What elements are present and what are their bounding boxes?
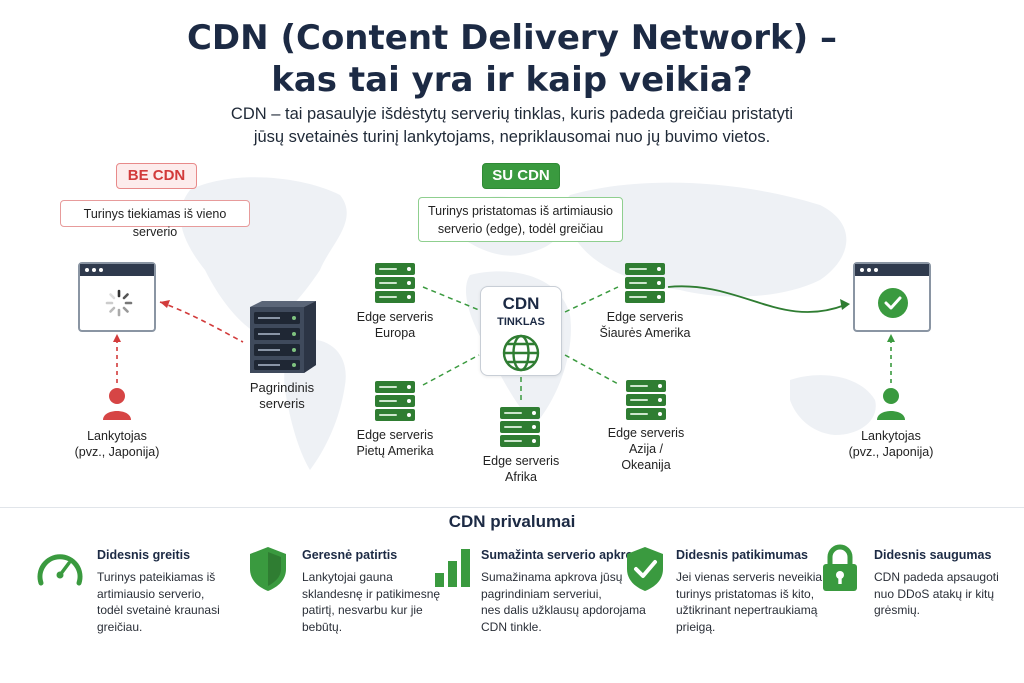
advantage-load-line-2: pagrindiniam serveriui, (481, 586, 602, 601)
advantage-experience-line-2: sklandesnę ir patikimesnę (302, 586, 441, 601)
check-circle-icon (878, 288, 908, 318)
edge-label-africa-line-1: Edge serveris (482, 454, 560, 468)
with-cdn-note-line-2: serverio (edge), todėl greičiau (437, 222, 604, 236)
edge-line-south-america (422, 354, 480, 386)
with-cdn-note: Turinys pristatomas iš artimiausio serve… (418, 197, 623, 242)
advantage-reliability-heading: Didesnis patikimumas (676, 548, 808, 562)
without-cdn-note: Turinys tiekiamas iš vieno serverio (60, 200, 250, 239)
visitor-label-right-line-1: Lankytojas (861, 429, 921, 443)
cdn-hub-subtitle: TINKLAS (497, 316, 545, 328)
cdn-hub-title: CDN (502, 294, 540, 313)
edge-server-north-america-icon (625, 263, 665, 305)
edge-label-north-america: Edge serveris Šiaurės Amerika (585, 309, 705, 341)
edge-label-europe: Edge serveris Europa (340, 309, 450, 341)
edge-label-south-america-line-1: Edge serveris (356, 428, 434, 442)
page-title-line-1: CDN (Content Delivery Network) – (186, 18, 837, 58)
edge-to-visitor-line (667, 285, 846, 313)
advantage-experience-line-4: bebūtų. (302, 619, 343, 634)
visitor-label-left-line-1: Lankytojas (87, 429, 147, 443)
origin-server-label: Pagrindinis serveris (232, 380, 332, 412)
visitor-label-left: Lankytojas (pvz., Japonija) (67, 428, 167, 460)
speedometer-icon (37, 554, 83, 586)
advantage-speed-line-4: greičiau. (97, 619, 143, 634)
subtitle-line-2: jūsų svetainės turinį lankytojams, nepri… (253, 128, 771, 146)
edge-label-asia: Edge serveris Azija / Okeanija (591, 425, 701, 473)
browser-window-loading (78, 262, 156, 332)
browser-window-loaded (853, 262, 931, 332)
edge-server-europe-icon (375, 263, 415, 305)
advantage-reliability-line-2: turinys pristatomas iš kito, (676, 586, 815, 601)
edge-label-asia-line-3: Okeanija (621, 458, 671, 472)
visitor-arrowhead-red (113, 334, 121, 342)
edge-label-europe-line-2: Europa (374, 326, 416, 340)
shield-icon (250, 547, 286, 591)
cdn-network-hub: CDN TINKLAS (480, 286, 562, 376)
edge-label-africa: Edge serveris Afrika (466, 453, 576, 485)
advantage-reliability-line-1: Jei vienas serveris neveikia, (676, 570, 826, 584)
advantage-load-line-3: nes dalis užklausų apdorojama (481, 603, 646, 617)
advantage-speed-line-3: todėl svetainė kraunasi (97, 603, 220, 617)
advantage-reliability-line-3: užtikrinant nepertraukiamą (676, 603, 818, 617)
visitor-icon-green (877, 388, 905, 420)
edge-line-europe (422, 286, 480, 311)
advantage-experience: Geresnė patirtis Lankytojai gauna skland… (302, 548, 440, 635)
edge-label-south-america: Edge serveris Pietų Amerika (340, 427, 450, 459)
edge-server-africa-icon (500, 407, 540, 449)
visitor-icon-red (103, 388, 131, 420)
visitor-label-left-line-2: (pvz., Japonija) (74, 445, 160, 459)
green-arrowhead (840, 299, 850, 310)
bar-chart-icon (435, 549, 470, 587)
edge-label-north-america-line-1: Edge serveris (606, 310, 684, 324)
page-title-line-2: kas tai yra ir kaip veikia? (271, 60, 753, 100)
advantage-experience-line-3: patirtį, nesvarbu kur jie (302, 603, 423, 617)
edge-label-asia-line-1: Edge serveris (607, 426, 685, 440)
subtitle-line-1: CDN – tai pasaulyje išdėstytų serverių t… (230, 105, 794, 123)
advantage-security: Didesnis saugumas CDN padeda apsaugoti n… (874, 548, 999, 619)
loading-spinner-icon (105, 289, 133, 317)
advantage-speed-heading: Didesnis greitis (97, 548, 191, 562)
section-divider (0, 507, 1024, 508)
edge-label-south-america-line-2: Pietų Amerika (356, 444, 434, 458)
advantage-security-line-1: CDN padeda apsaugoti (874, 570, 999, 584)
advantages-title: CDN privalumai (448, 512, 576, 531)
edge-line-asia (564, 354, 621, 386)
visitor-arrowhead-green (887, 334, 895, 342)
origin-server-label-line-1: Pagrindinis (249, 380, 315, 395)
origin-to-browser-line (159, 301, 244, 343)
origin-server-label-line-2: serveris (259, 396, 305, 411)
without-cdn-badge: BE CDN (116, 163, 197, 189)
edge-label-africa-line-2: Afrika (505, 470, 537, 484)
edge-label-north-america-line-2: Šiaurės Amerika (599, 326, 691, 340)
origin-server-icon (250, 301, 316, 373)
advantage-load-heading: Sumažinta serverio apkrova (481, 548, 648, 562)
with-cdn-note-line-1: Turinys pristatomas iš artimiausio (427, 204, 613, 218)
advantage-security-line-2: nuo DDoS atakų ir kitų (874, 586, 995, 601)
advantage-speed-line-2: artimiausio serverio, (97, 586, 205, 601)
origin-arrowhead (160, 300, 170, 308)
advantage-load-line-4: CDN tinkle. (481, 619, 542, 634)
advantage-speed-line-1: Turinys pateikiamas iš (97, 570, 216, 584)
visitor-label-right: Lankytojas (pvz., Japonija) (841, 428, 941, 460)
edge-server-asia-icon (626, 380, 666, 422)
advantage-speed: Didesnis greitis Turinys pateikiamas iš … (97, 548, 220, 635)
lock-icon (823, 544, 857, 591)
with-cdn-badge: SU CDN (482, 163, 560, 189)
edge-label-europe-line-1: Edge serveris (356, 310, 434, 324)
edge-line-north-america (564, 286, 619, 313)
advantage-experience-heading: Geresnė patirtis (302, 548, 398, 562)
advantage-reliability: Didesnis patikimumas Jei vienas serveris… (676, 548, 825, 635)
advantage-security-heading: Didesnis saugumas (874, 548, 992, 562)
edge-server-south-america-icon (375, 381, 415, 423)
advantage-experience-line-1: Lankytojai gauna (302, 570, 393, 584)
advantage-reliability-line-4: prieigą. (676, 619, 716, 634)
shield-check-icon (627, 547, 663, 591)
advantage-load-line-1: Sumažinama apkrova jūsų (481, 570, 623, 584)
globe-icon (502, 334, 540, 372)
advantage-security-line-3: grėsmių. (874, 603, 921, 617)
edge-label-asia-line-2: Azija / (628, 442, 664, 456)
advantage-load: Sumažinta serverio apkrova Sumažinama ap… (481, 548, 647, 635)
visitor-label-right-line-2: (pvz., Japonija) (848, 445, 934, 459)
